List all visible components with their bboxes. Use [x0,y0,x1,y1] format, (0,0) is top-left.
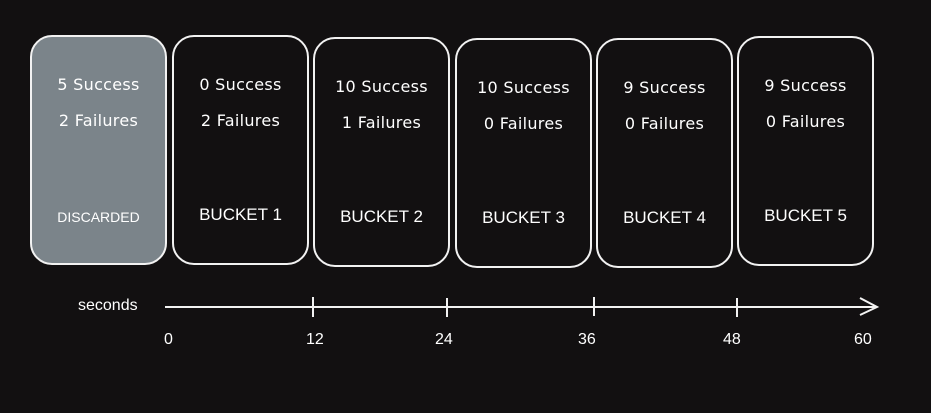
bucket-1: 0 Success 2 Failures BUCKET 1 [172,35,309,265]
bucket-label: BUCKET 2 [340,207,423,226]
failure-count: 0 Failures [765,112,846,131]
failure-count: 0 Failures [483,114,564,133]
failure-count: 1 Failures [341,113,422,132]
success-count: 9 Success [764,76,847,95]
bucket-label: BUCKET 4 [623,208,706,227]
bucket-label: BUCKET 1 [199,205,282,224]
axis-arrowhead [859,297,880,316]
success-count: 10 Success [477,78,570,97]
bucket-label: BUCKET 5 [764,206,847,225]
bucket-4: 9 Success 0 Failures BUCKET 4 [596,38,733,268]
tick-label: 0 [164,331,173,348]
tick-label: 24 [435,331,453,348]
success-count: 0 Success [199,75,282,94]
tick-label: 60 [854,331,872,348]
tick-label: 48 [723,331,741,348]
bucket-3: 10 Success 0 Failures BUCKET 3 [455,38,592,268]
bucket-5: 9 Success 0 Failures BUCKET 5 [737,36,874,266]
success-count: 10 Success [335,77,428,96]
failure-count: 0 Failures [624,114,705,133]
tick-label: 36 [578,331,596,348]
bucket-label: BUCKET 3 [482,208,565,227]
bucket-2: 10 Success 1 Failures BUCKET 2 [313,37,450,267]
failure-count: 2 Failures [58,111,139,130]
bucket-label: DISCARDED [57,209,140,225]
axis-title: seconds [78,297,138,314]
tick-label: 12 [306,331,324,348]
success-count: 5 Success [57,75,140,94]
failure-count: 2 Failures [200,111,281,130]
success-count: 9 Success [623,78,706,97]
discarded-bucket: 5 Success 2 Failures DISCARDED [30,35,167,265]
